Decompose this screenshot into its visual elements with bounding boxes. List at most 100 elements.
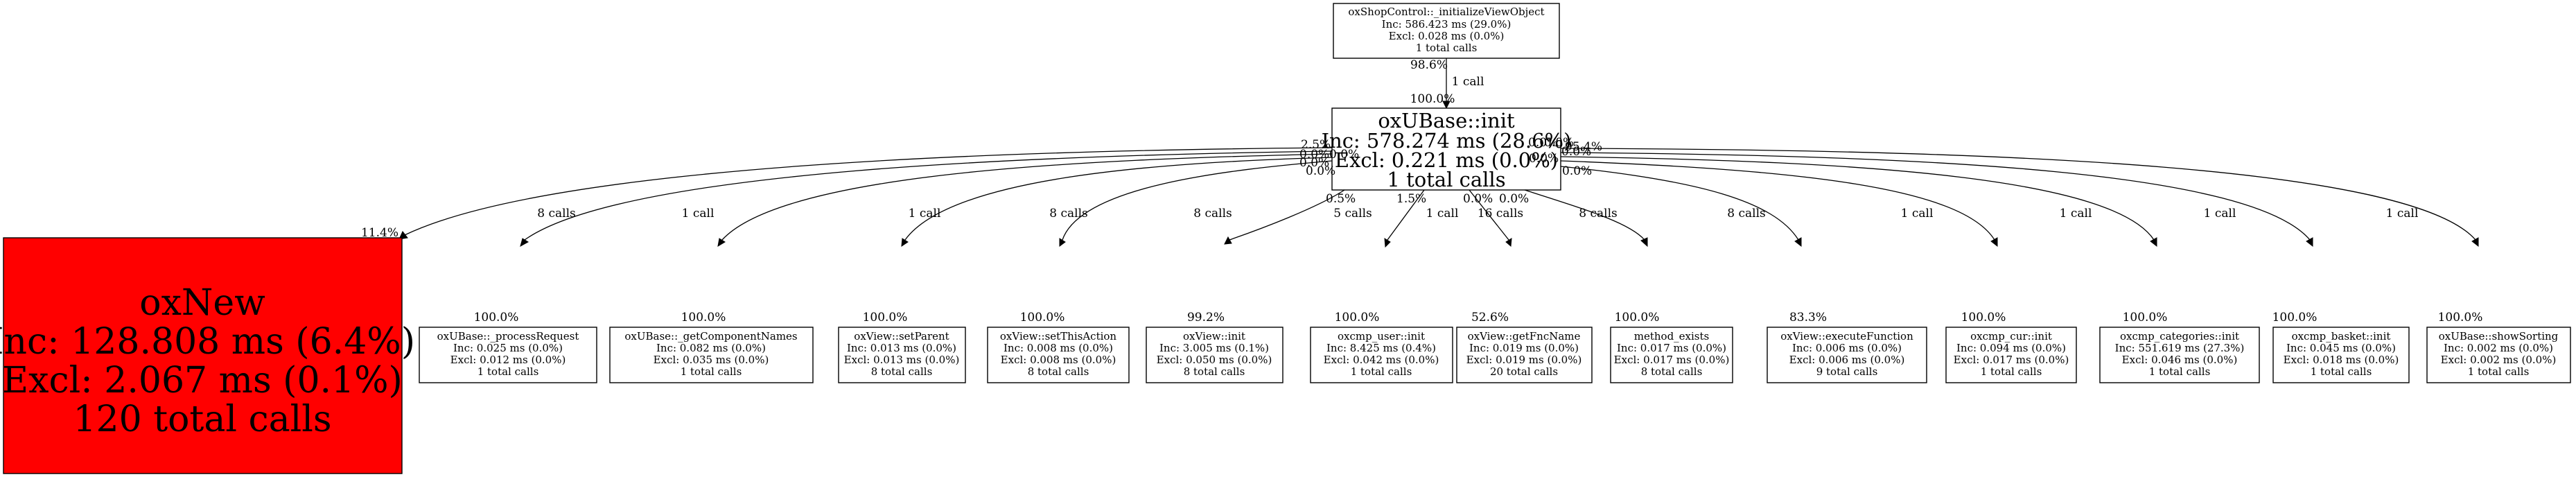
root-src-label: 0.0% (1528, 136, 1558, 150)
edge-dst-pct: 100.0% (1410, 92, 1455, 106)
edge-dst-pct: 100.0% (1020, 311, 1065, 324)
root-src-label: 95.4% (1565, 140, 1602, 154)
node-calls: 1 total calls (2311, 365, 2372, 378)
edge-dst-pct: 83.3% (1789, 311, 1827, 324)
root-src-label: 0.0% (1329, 148, 1359, 162)
node-calls: 1 total calls (2468, 365, 2530, 378)
edge-calls: 1 call (2386, 207, 2419, 220)
node-title: oxcmp_categories::init (2120, 330, 2239, 342)
node-excl: Excl: 0.018 ms (0.0%) (2284, 354, 2399, 366)
root-src-label: 2.5% (1301, 138, 1331, 152)
node-title: oxUBase::_getComponentNames (624, 330, 797, 342)
edge-dst-pct: 52.6% (1471, 311, 1509, 324)
edge-calls: 1 call (1452, 75, 1484, 89)
node-title: oxcmp_user::init (1338, 330, 1425, 342)
node-excl: Excl: 2.067 ms (0.1%) (2, 360, 403, 401)
node-cmp-cur-init[interactable]: oxcmp_cur::init Inc: 0.094 ms (0.0%) Exc… (1945, 327, 2077, 383)
edge-calls: 8 calls (1727, 207, 1765, 220)
node-inc: Inc: 128.808 ms (6.4%) (0, 321, 415, 363)
edge-to-get-component-names: 1 call 100.0% (681, 153, 1333, 324)
node-get-fnc-name[interactable]: oxView::getFncName Inc: 0.019 ms (0.0%) … (1456, 327, 1593, 383)
node-title: oxView::setThisAction (1000, 330, 1117, 342)
node-inc: Inc: 0.006 ms (0.0%) (1792, 342, 1902, 354)
node-inc: Inc: 0.008 ms (0.0%) (1004, 342, 1113, 354)
node-excl: Excl: 0.008 ms (0.0%) (1001, 354, 1116, 366)
node-excl: Excl: 0.017 ms (0.0%) (1954, 354, 2069, 366)
node-title: oxShopControl::_initializeViewObject (1348, 6, 1544, 18)
node-title: oxcmp_basket::init (2292, 330, 2391, 342)
node-calls: 1 total calls (1351, 365, 1412, 378)
node-inc: Inc: 3.005 ms (0.1%) (1159, 342, 1269, 354)
edge-dst-pct: 100.0% (474, 311, 519, 324)
node-method-exists[interactable]: method_exists Inc: 0.017 ms (0.0%) Excl:… (1610, 327, 1733, 383)
node-show-sorting[interactable]: oxUBase::showSorting Inc: 0.002 ms (0.0%… (2426, 327, 2571, 383)
node-title: oxView::init (1183, 330, 1245, 342)
edge-dst-pct: 100.0% (1615, 311, 1660, 324)
node-title: oxUBase::init (1378, 109, 1515, 132)
node-cmp-categories-init[interactable]: oxcmp_categories::init Inc: 551.619 ms (… (2099, 327, 2260, 383)
node-calls: 1 total calls (477, 365, 539, 378)
node-set-parent[interactable]: oxView::setParent Inc: 0.013 ms (0.0%) E… (838, 327, 966, 383)
node-cmp-user-init[interactable]: oxcmp_user::init Inc: 8.425 ms (0.4%) Ex… (1310, 327, 1453, 383)
node-calls: 1 total calls (2149, 365, 2211, 378)
node-inc: Inc: 0.025 ms (0.0%) (453, 342, 563, 354)
node-execute-function[interactable]: oxView::executeFunction Inc: 0.006 ms (0… (1767, 327, 1927, 383)
node-calls: 1 total calls (1387, 168, 1505, 191)
node-inc: Inc: 551.619 ms (27.3%) (2115, 342, 2245, 354)
node-get-component-names[interactable]: oxUBase::_getComponentNames Inc: 0.082 m… (609, 327, 814, 383)
node-title: method_exists (1634, 330, 1709, 342)
node-oxnew[interactable]: oxNew Inc: 128.808 ms (6.4%) Excl: 2.067… (0, 237, 415, 474)
edge-dst-pct: 100.0% (863, 311, 908, 324)
edge-calls: 8 calls (537, 207, 575, 220)
node-process-request[interactable]: oxUBase::_processRequest Inc: 0.025 ms (… (419, 327, 597, 383)
root-src-label: 0.0% (1544, 136, 1574, 150)
node-inc: Inc: 0.019 ms (0.0%) (1469, 342, 1579, 354)
edge-to-cmp-cur-init: 1 call 100.0% (1560, 160, 2006, 324)
node-excl: Excl: 0.006 ms (0.0%) (1789, 354, 1905, 366)
edge-src-pct: 98.6% (1410, 58, 1448, 72)
node-excl: Excl: 0.012 ms (0.0%) (450, 354, 566, 366)
node-calls: 8 total calls (1184, 365, 1245, 378)
edge-calls: 8 calls (1579, 207, 1617, 220)
node-inc: Inc: 0.013 ms (0.0%) (847, 342, 956, 354)
edge-to-cmp-basket-init: 1 call 100.0% (1560, 152, 2317, 324)
edge-calls: 8 calls (1193, 207, 1232, 220)
edge-to-set-parent: 8 calls 100.0% (863, 157, 1333, 324)
node-calls: 1 total calls (681, 365, 742, 378)
node-oxview-init[interactable]: oxView::init Inc: 3.005 ms (0.1%) Excl: … (1146, 327, 1283, 383)
node-excl: Excl: 0.035 ms (0.0%) (654, 354, 769, 366)
node-inc: Inc: 0.002 ms (0.0%) (2444, 342, 2553, 354)
edge-to-process-request: 1 call 100.0% (474, 150, 1333, 324)
edge-to-cmp-user-init: 1 call 100.0% (1335, 189, 1458, 324)
root-src-label: 0.0% (1499, 192, 1529, 206)
node-initialize-view-object[interactable]: oxShopControl::_initializeViewObject Inc… (1333, 3, 1560, 59)
node-excl: Excl: 0.019 ms (0.0%) (1466, 354, 1582, 366)
node-set-this-action[interactable]: oxView::setThisAction Inc: 0.008 ms (0.0… (987, 327, 1130, 383)
node-cmp-basket-init[interactable]: oxcmp_basket::init Inc: 0.045 ms (0.0%) … (2272, 327, 2410, 383)
node-title: oxNew (139, 282, 265, 324)
node-excl: Excl: 0.028 ms (0.0%) (1389, 30, 1505, 42)
node-oxubase-init[interactable]: oxUBase::init Inc: 578.274 ms (28.6%) Ex… (1322, 107, 1572, 191)
node-excl: Excl: 0.002 ms (0.0%) (2441, 354, 2557, 366)
edge-to-method-exists: 8 calls 100.0% (1524, 189, 1660, 324)
node-calls: 120 total calls (73, 399, 331, 440)
node-excl: Excl: 0.013 ms (0.0%) (844, 354, 960, 366)
root-src-label: 0.0% (1562, 164, 1592, 178)
edge-calls: 8 calls (1049, 207, 1087, 220)
edge-to-set-this-action: 8 calls 100.0% (1020, 160, 1333, 324)
edge-dst-pct: 100.0% (2123, 311, 2168, 324)
root-src-label: 0.0% (1299, 156, 1329, 170)
edge-to-oxnew: 8 calls 11.4% (361, 147, 1333, 240)
node-calls: 9 total calls (1816, 365, 1878, 378)
node-excl: Excl: 0.042 ms (0.0%) (1324, 354, 1439, 366)
node-title: oxcmp_cur::init (1970, 330, 2052, 342)
node-calls: 8 total calls (871, 365, 933, 378)
node-inc: Inc: 586.423 ms (29.0%) (1382, 18, 1512, 31)
edge-to-get-fnc-name: 16 calls 52.6% (1469, 189, 1523, 324)
edge-dst-pct: 100.0% (681, 311, 726, 324)
node-calls: 8 total calls (1028, 365, 1089, 378)
edge-to-show-sorting: 1 call 100.0% (1560, 148, 2482, 324)
edge-to-cmp-categories-init: 1 call 100.0% (1560, 156, 2168, 324)
root-src-label: 0.0% (1529, 152, 1559, 166)
